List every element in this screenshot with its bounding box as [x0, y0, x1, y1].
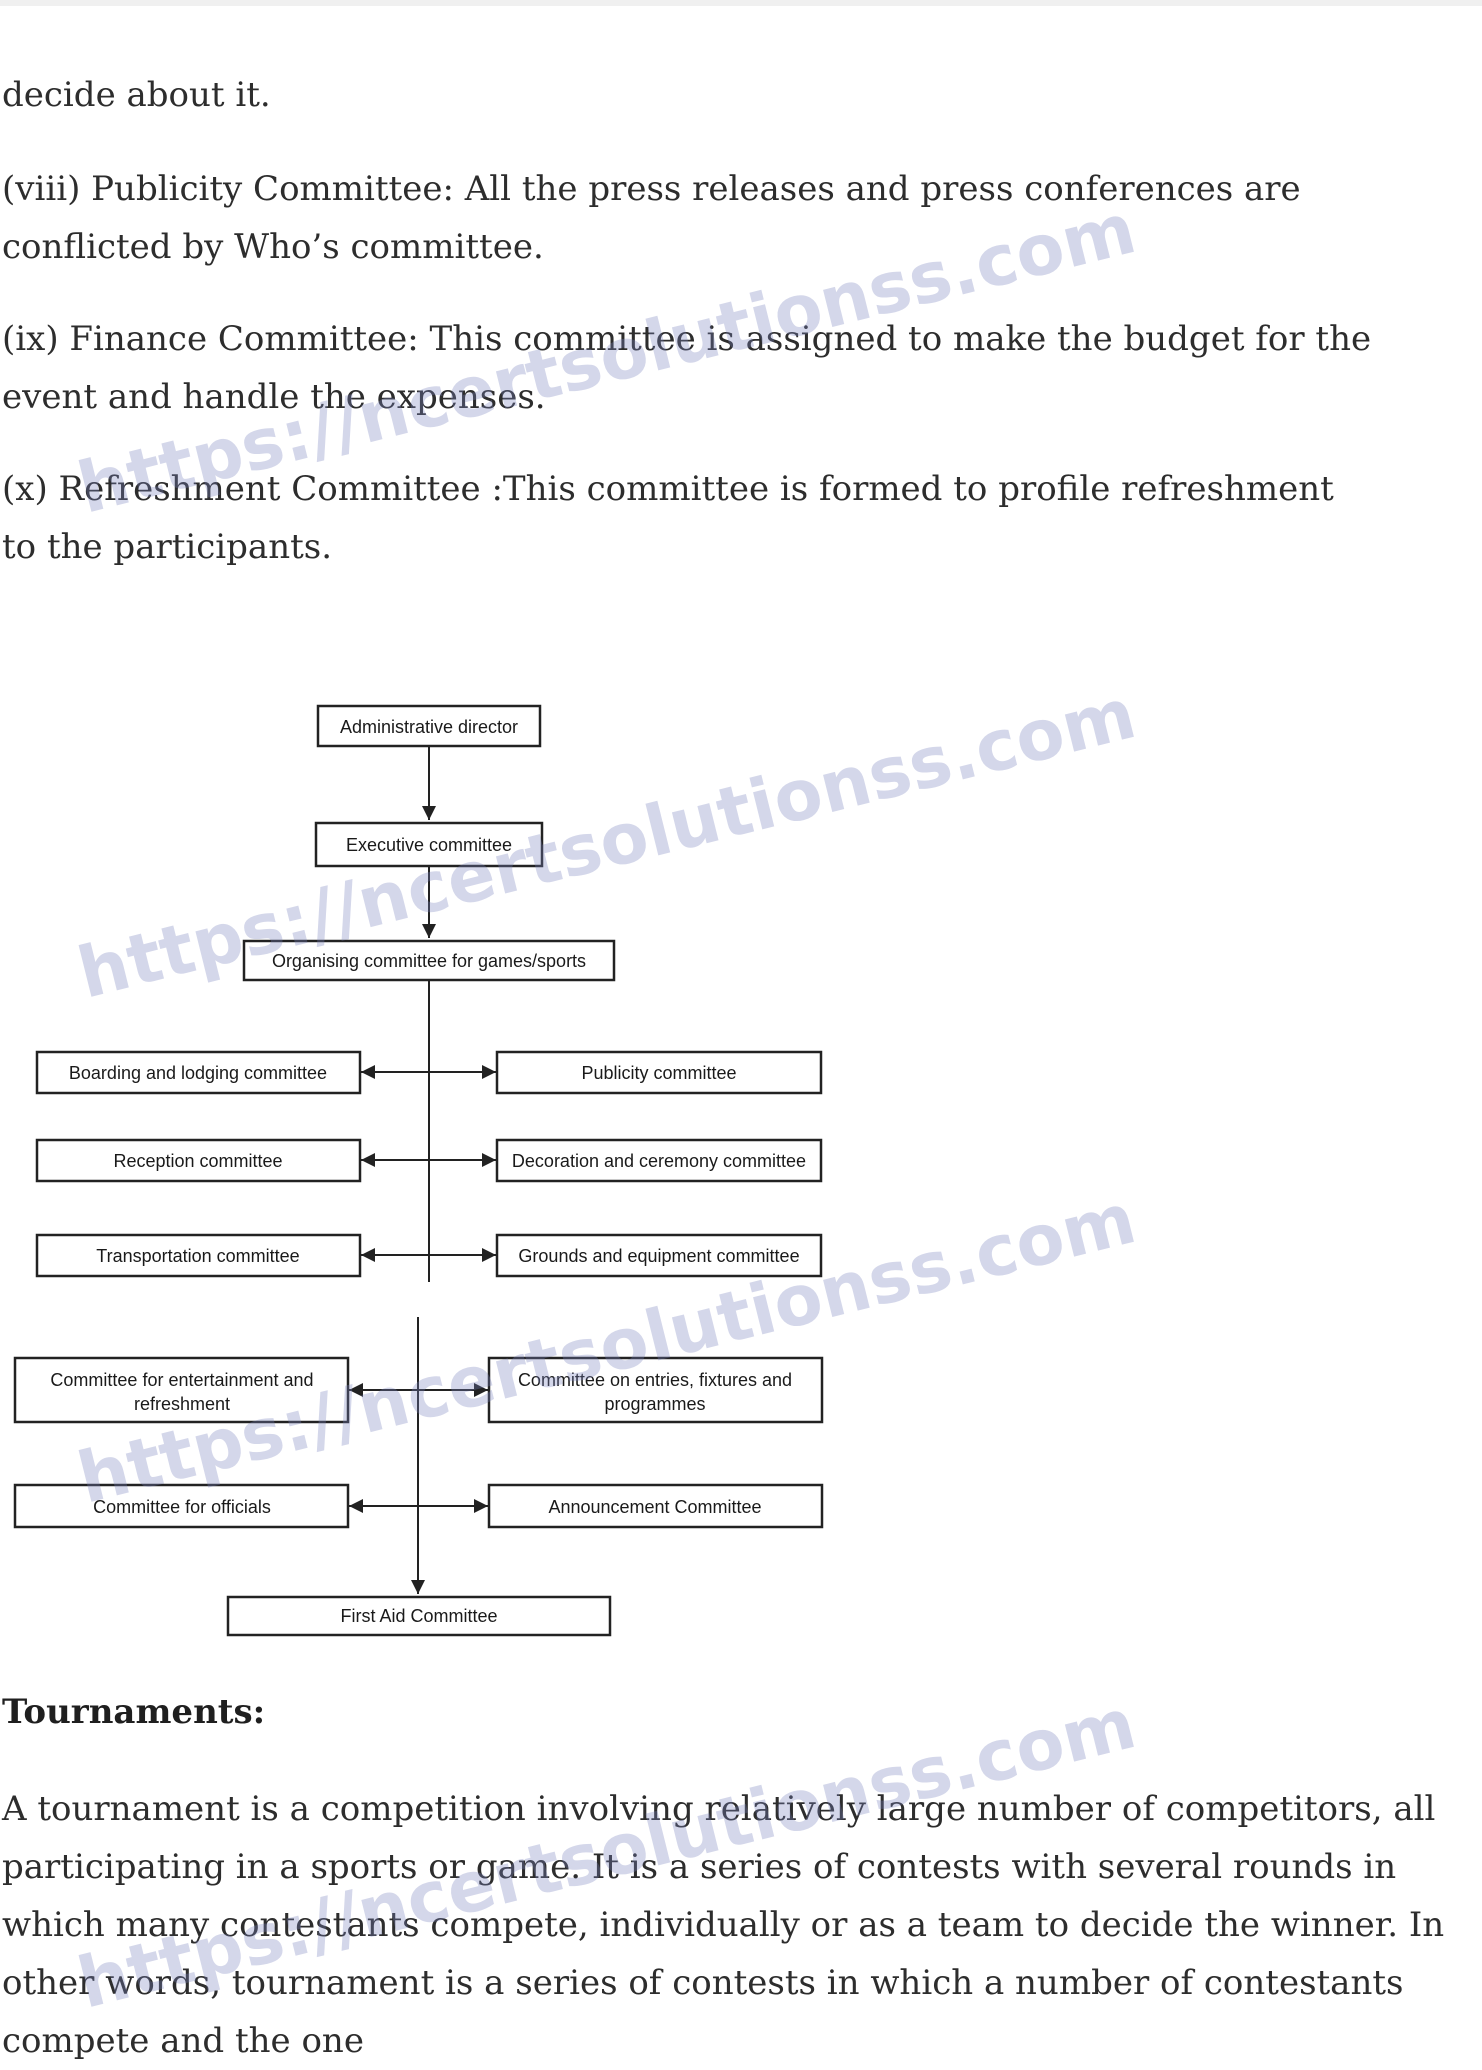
label-organising-committee: Organising committee for games/sports [272, 951, 586, 971]
box-publicity [495, 1050, 823, 1095]
box-boarding-lodging [35, 1050, 362, 1095]
box-executive-committee [314, 821, 544, 868]
label-boarding-lodging: Boarding and lodging committee [69, 1063, 327, 1083]
tournaments-paragraph: A tournament is a competition involving … [2, 1789, 1445, 2061]
box-entertainment-refreshment [13, 1356, 350, 1424]
label-first-aid: First Aid Committee [340, 1606, 497, 1626]
box-reception [35, 1138, 362, 1183]
paragraph-continuation: decide about it. [2, 75, 271, 115]
label-executive-committee: Executive committee [346, 835, 512, 855]
label-announcement: Announcement Committee [548, 1497, 761, 1517]
box-announcement [487, 1483, 824, 1529]
box-decoration-ceremony [495, 1138, 823, 1183]
label-entries-line1: Committee on entries, fixtures and [518, 1370, 792, 1390]
label-entries-line2: programmes [604, 1394, 705, 1414]
top-divider [0, 0, 1482, 6]
paragraph-publicity-committee: (viii) Publicity Committee: All the pres… [2, 169, 1301, 267]
label-entertainment-line1: Committee for entertainment and [50, 1370, 313, 1390]
label-administrative-director: Administrative director [340, 717, 518, 737]
label-officials: Committee for officials [93, 1497, 271, 1517]
tournaments-heading: Tournaments: [2, 1692, 266, 1732]
box-first-aid [226, 1595, 612, 1637]
box-grounds-equipment [495, 1233, 823, 1278]
label-reception: Reception committee [113, 1151, 282, 1171]
paragraph-refreshment-committee: (x) Refreshment Committee :This committe… [2, 469, 1334, 567]
box-transportation [35, 1233, 362, 1278]
label-grounds-equipment: Grounds and equipment committee [518, 1246, 799, 1266]
label-transportation: Transportation committee [96, 1246, 299, 1266]
paragraph-finance-committee: (ix) Finance Committee: This committee i… [2, 319, 1372, 417]
organisation-chart: Administrative director Executive commit… [13, 704, 824, 1637]
label-publicity: Publicity committee [581, 1063, 736, 1083]
box-organising-committee [242, 939, 616, 982]
label-entertainment-line2: refreshment [134, 1394, 230, 1414]
box-administrative-director [316, 704, 542, 748]
box-officials [13, 1483, 350, 1529]
label-decoration-ceremony: Decoration and ceremony committee [512, 1151, 806, 1171]
box-entries-fixtures [487, 1356, 824, 1424]
